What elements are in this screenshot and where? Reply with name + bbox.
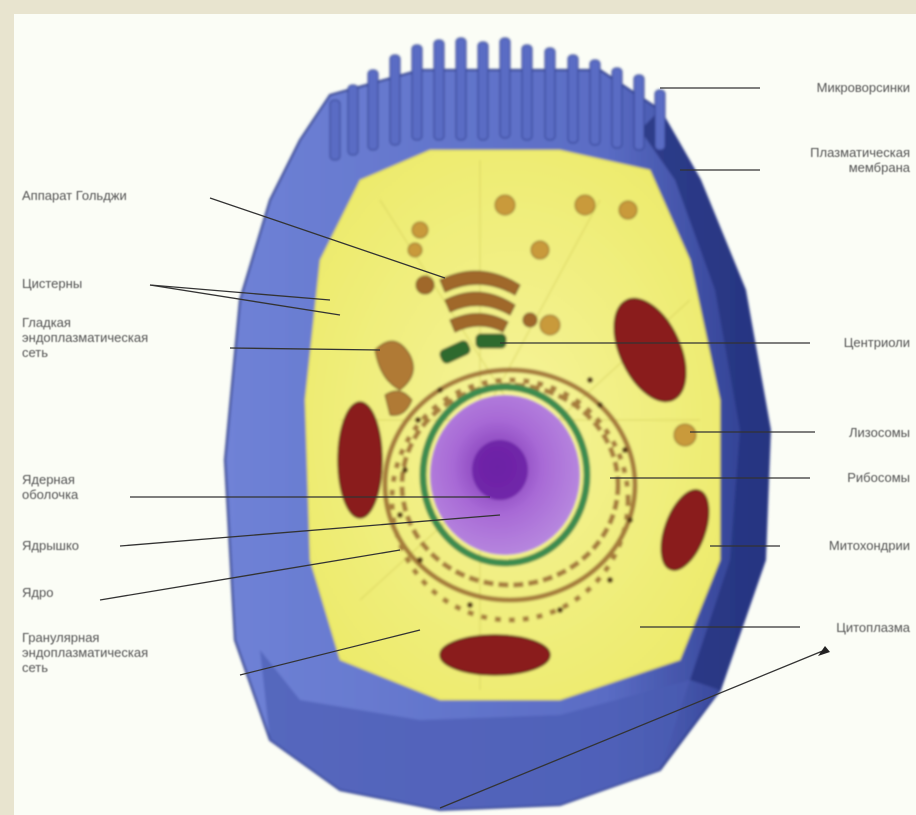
label-plasma-membrane: Плазматическая мембрана [700, 145, 910, 175]
label-centrioles: Центриоли [770, 335, 910, 350]
label-smooth-er: Гладкая эндоплазматическая сеть [22, 315, 242, 360]
label-cytoplasm: Цитоплазма [780, 620, 910, 635]
nucleolus [472, 440, 528, 500]
arrowhead [818, 646, 830, 656]
label-golgi: Аппарат Гольджи [22, 188, 222, 203]
label-lysosomes: Лизосомы [770, 425, 910, 440]
label-vesicles: Цистерны [22, 276, 172, 291]
label-nucleus: Ядро [22, 585, 142, 600]
label-nuclear-envelope: Ядерная оболочка [22, 472, 172, 502]
label-mitochondria: Митохондрии [760, 538, 910, 553]
label-rough-er: Гранулярная эндоплазматическая сеть [22, 630, 262, 675]
label-nucleolus: Ядрышко [22, 538, 172, 553]
label-ribosomes: Рибосомы [770, 470, 910, 485]
label-microvilli: Микроворсинки [730, 80, 910, 95]
